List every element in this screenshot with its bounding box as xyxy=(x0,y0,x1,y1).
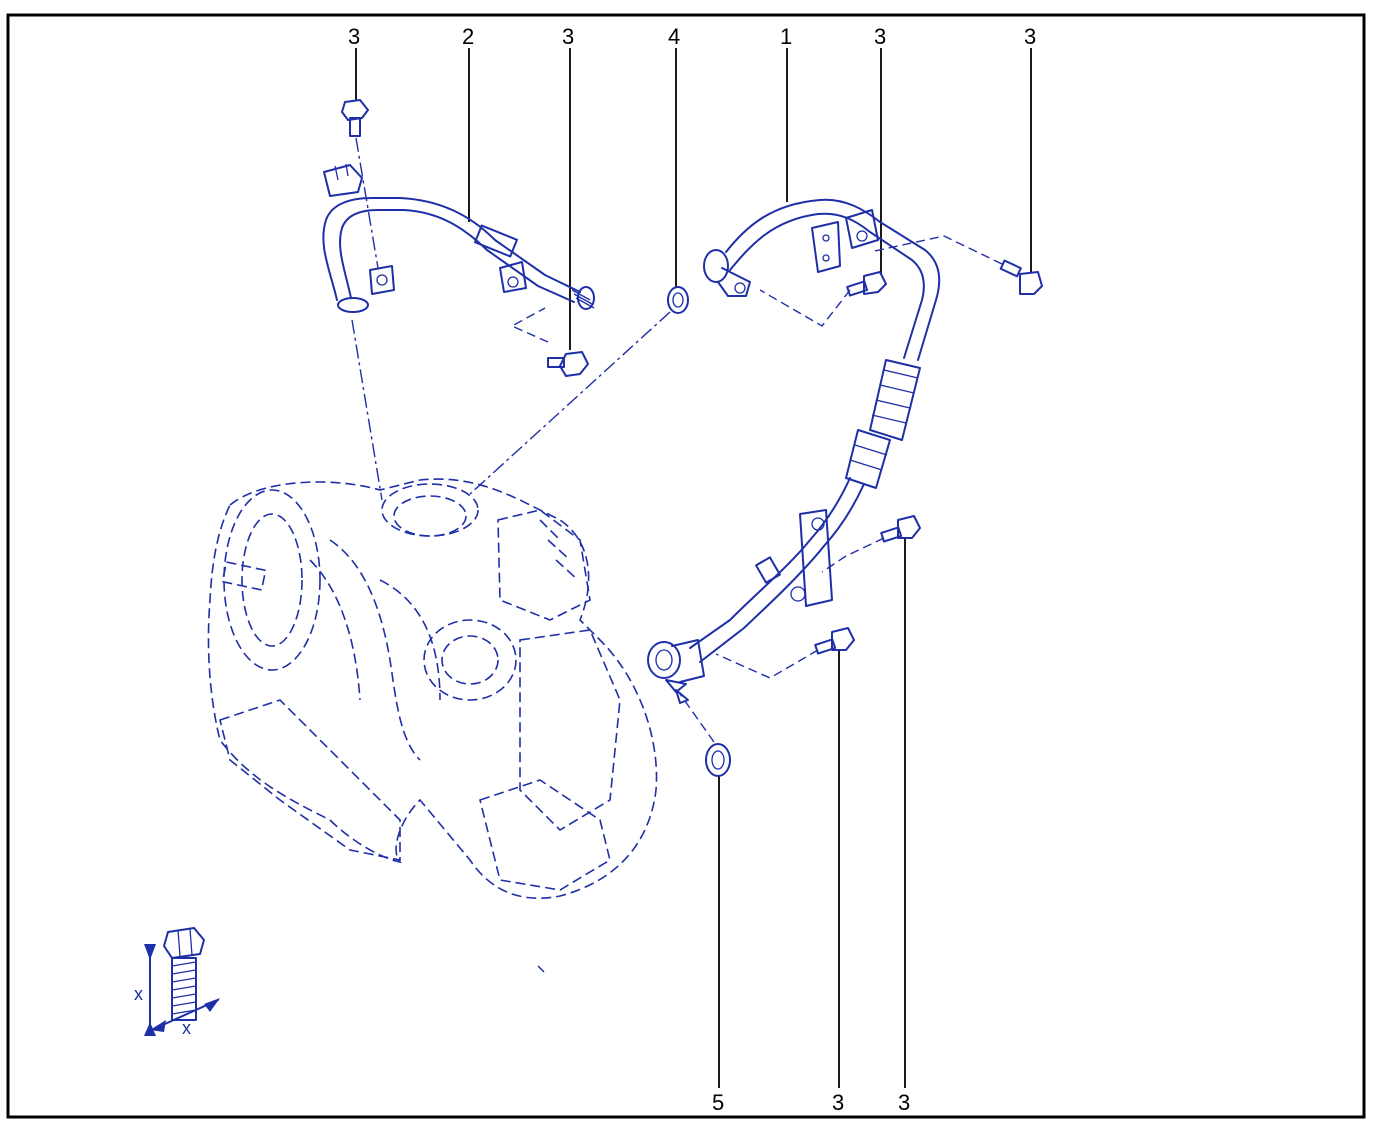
callout-oil-feed-pipe: 2 xyxy=(462,24,474,49)
dimension-height-label: x xyxy=(134,984,143,1004)
bolt-top-right-a xyxy=(759,271,887,327)
bolt-bottom-a xyxy=(715,627,855,679)
callout-bolt-top-right-b: 3 xyxy=(1024,24,1036,49)
callout-bolt-bottom-b: 3 xyxy=(898,1090,910,1115)
seal-washer-lower xyxy=(675,689,731,777)
diagram-border xyxy=(6,13,1366,1119)
turbocharger-assembly xyxy=(207,311,671,900)
bolt-dimension-symbol: x x xyxy=(134,927,220,1038)
stray-mark xyxy=(537,965,545,973)
bolt-top-left xyxy=(341,99,379,269)
callout-bolt-bottom-a: 3 xyxy=(832,1090,844,1115)
bolt-top-mid xyxy=(510,307,589,377)
oil-return-pipe xyxy=(647,198,941,693)
callout-seal-washer-lower: 5 xyxy=(712,1090,724,1115)
callout-seal-washer-upper: 4 xyxy=(668,24,680,49)
callout-oil-return-pipe: 1 xyxy=(780,24,792,49)
seal-washer-upper xyxy=(667,286,689,314)
callout-bolt-top-mid: 3 xyxy=(562,24,574,49)
oil-feed-pipe xyxy=(322,163,595,313)
callout-bolt-top-left: 3 xyxy=(348,24,360,49)
dimension-width-label: x xyxy=(182,1018,191,1038)
callout-bolt-top-right-a: 3 xyxy=(874,24,886,49)
bolt-top-right-b xyxy=(869,235,1043,295)
bolt-bottom-b xyxy=(821,515,921,573)
leader-lines xyxy=(355,48,1032,1088)
